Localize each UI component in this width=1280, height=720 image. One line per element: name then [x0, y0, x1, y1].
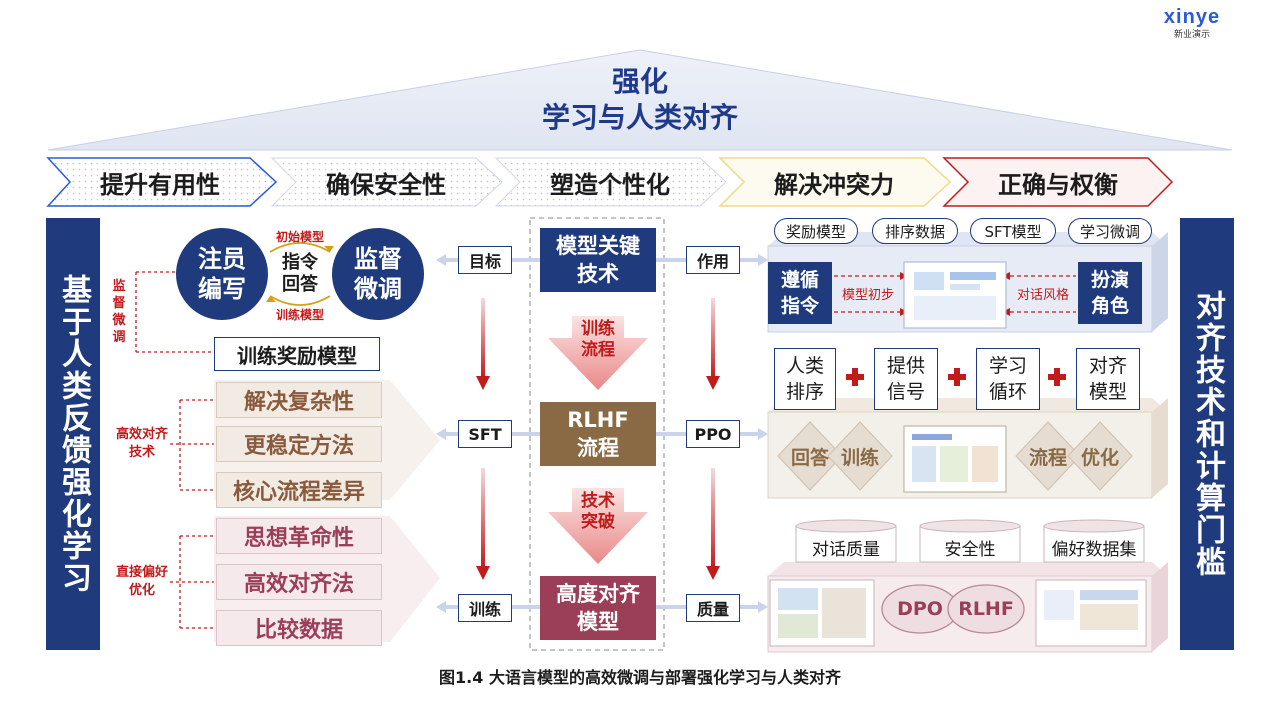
reward-model-box: 训练奖励模型 [214, 337, 380, 371]
chevron-2: 确保安全性 [326, 170, 446, 199]
diamond-optimize: 优化 [1080, 446, 1119, 469]
pill-reward-model: 奖励模型 [774, 218, 858, 244]
oval-shapes [881, 584, 1025, 634]
chevron-1: 提升有用性 [100, 170, 220, 199]
logo-subtitle: 新业演示 [1173, 30, 1210, 40]
panel1-dashed-arrows [834, 275, 1076, 313]
center-dashed-frame [529, 217, 665, 651]
bracket-label-dpo: 直接偏好 优化 [115, 565, 168, 598]
rlhf-box: RLHF 流程 [540, 402, 656, 466]
diamond-answer: 回答 [790, 446, 829, 469]
follow-instruction-box: 遵循 指令 [768, 262, 832, 324]
oval-dpo: DPO [897, 598, 943, 620]
aligned-model-box: 高度对齐 模型 [540, 576, 656, 640]
pill-sft-model: SFT模型 [970, 218, 1056, 244]
mid-item-1: 解决复杂性 [216, 382, 382, 418]
chevron-shape [494, 157, 727, 207]
connector-goal: 目标 [458, 246, 512, 274]
cylinder-preference-data: 偏好数据集 [1051, 539, 1137, 560]
instruction-answer-label: 指令 回答 [282, 252, 318, 295]
box-human-rank: 人类 排序 [774, 348, 836, 410]
bracket-lines [135, 271, 214, 629]
circle-sft: 监督 微调 [332, 228, 424, 320]
chevron-shape [270, 157, 503, 207]
chevron-shape [46, 157, 278, 207]
big-arrow-2 [548, 488, 648, 564]
pill-finetune: 学习微调 [1068, 218, 1152, 244]
bracket-label-efficient: 高效对齐 技术 [115, 427, 168, 460]
chevron-3: 塑造个性化 [550, 170, 670, 199]
cylinder-safety: 安全性 [944, 539, 996, 560]
connector-ppo: PPO [686, 420, 740, 448]
low-item-1: 思想革命性 [216, 518, 382, 554]
low-item-3: 比较数据 [216, 610, 382, 646]
arc-arrows [269, 242, 331, 306]
connector-effect: 作用 [686, 246, 740, 274]
connector-sft: SFT [458, 420, 512, 448]
pill-ranking-data: 排序数据 [872, 218, 958, 244]
vertical-red-arrows [476, 298, 720, 580]
box-loop: 学习 循环 [976, 348, 1040, 410]
big-arrow-1 [548, 316, 648, 390]
roof-title-line2: 学习与人类对齐 [541, 101, 738, 134]
low-item-2: 高效对齐法 [216, 564, 382, 600]
roof-shape [47, 49, 1233, 151]
arc-label-top: 初始模型 [275, 229, 324, 244]
diamond-train: 训练 [840, 446, 879, 469]
arrow-label-breakthrough: 技术 突破 [581, 491, 615, 532]
diamond-shapes [777, 421, 1133, 491]
chevron-4: 解决冲突力 [774, 170, 894, 199]
box-align-model: 对齐 模型 [1076, 348, 1140, 410]
connector-quality: 质量 [686, 594, 740, 622]
left-sidebar: 基于人类反馈强化学习 [46, 218, 100, 650]
connector-train: 训练 [458, 594, 512, 622]
oval-rlhf: RLHF [958, 598, 1014, 620]
diamond-flow: 流程 [1028, 446, 1067, 469]
mid-item-3: 核心流程差异 [216, 472, 382, 508]
thumbnail-placeholders [769, 261, 1147, 647]
chevron-shape [718, 157, 952, 207]
arc-label-bottom: 训练模型 [275, 307, 324, 322]
brand-logo: xinye 新业演示 [1152, 6, 1232, 40]
role-play-box: 扮演 角色 [1078, 262, 1142, 324]
arrow-label-training: 训练 流程 [581, 319, 615, 360]
box-signal: 提供 信号 [874, 348, 938, 410]
panel1-right-label: 对话风格 [1016, 287, 1069, 303]
key-tech-box: 模型关键 技术 [540, 228, 656, 292]
panel1-left-label: 模型初步 [841, 287, 894, 303]
chevron-row [46, 157, 1174, 207]
bracket-label-supervised: 监 督 微 调 [112, 279, 126, 345]
roof-title-line1: 强化 [611, 65, 668, 98]
plus-icons [846, 368, 1066, 386]
chevron-5: 正确与权衡 [998, 170, 1118, 199]
cylinder-dialog-quality: 对话质量 [812, 539, 880, 560]
roof-title: 强化 学习与人类对齐 [440, 64, 840, 136]
logo-wordmark: xinye [1163, 6, 1221, 28]
mid-item-2: 更稳定方法 [216, 426, 382, 462]
cylinders [795, 519, 1145, 563]
figure-caption: 图1.4 大语言模型的高效微调与部署强化学习与人类对齐 [439, 668, 841, 687]
circle-annotator: 注员 编写 [176, 228, 268, 320]
chevron-shape [942, 157, 1174, 207]
right-sidebar: 对齐技术和计算门槛 [1180, 218, 1234, 650]
